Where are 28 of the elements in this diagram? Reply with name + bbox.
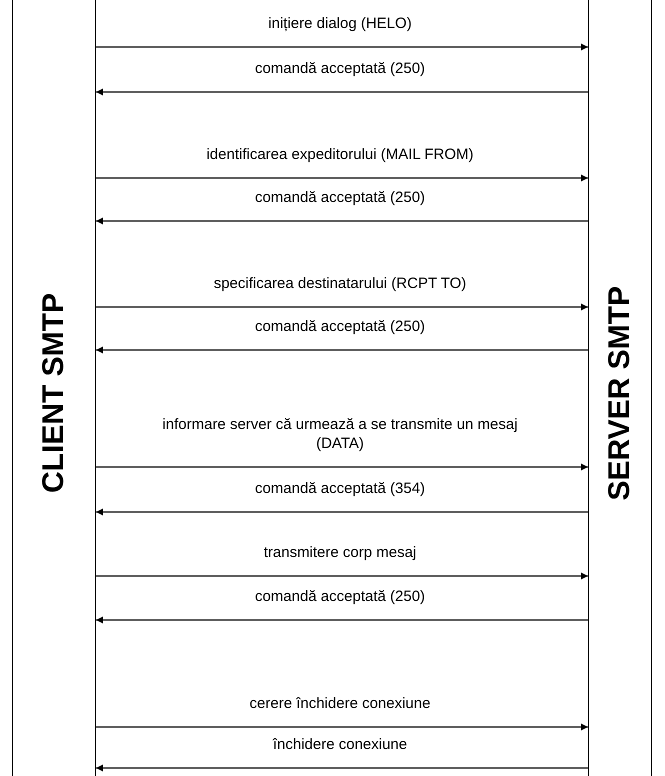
edge-label: cerere închidere conexiune	[248, 694, 432, 713]
message-arrow	[96, 464, 588, 470]
edge-label: închidere conexiune	[272, 735, 408, 754]
edge-label: inițiere dialog (HELO)	[267, 14, 413, 33]
participant-label: SERVER SMTP	[605, 286, 635, 500]
edge-label: identificarea expeditorului (MAIL FROM)	[205, 145, 475, 164]
edge-label: informare server că urmează a se transmite un mesaj (DATA)	[161, 415, 519, 453]
edge-label: comandă acceptată (354)	[254, 479, 426, 498]
lifeline-box	[12, 0, 96, 776]
message-arrow	[96, 346, 588, 354]
message-arrow	[96, 304, 588, 310]
message-arrow	[96, 764, 588, 772]
edge-label: specificarea destinatarului (RCPT TO)	[212, 274, 468, 293]
participant-label: CLIENT SMTP	[39, 293, 69, 493]
message-arrow	[96, 44, 588, 50]
message-arrow	[96, 508, 588, 516]
message-arrow	[96, 616, 588, 624]
edge-label: comandă acceptată (250)	[254, 59, 426, 78]
edge-label: transmitere corp mesaj	[262, 543, 418, 562]
message-arrow	[96, 174, 588, 182]
edge-label: comandă acceptată (250)	[254, 317, 426, 336]
message-arrow	[96, 572, 588, 580]
message-arrow	[96, 724, 588, 730]
edge-label: comandă acceptată (250)	[254, 587, 426, 606]
lifeline-box	[588, 0, 652, 776]
message-arrow	[96, 88, 588, 96]
edge-label: comandă acceptată (250)	[254, 188, 426, 207]
message-arrow	[96, 218, 588, 224]
